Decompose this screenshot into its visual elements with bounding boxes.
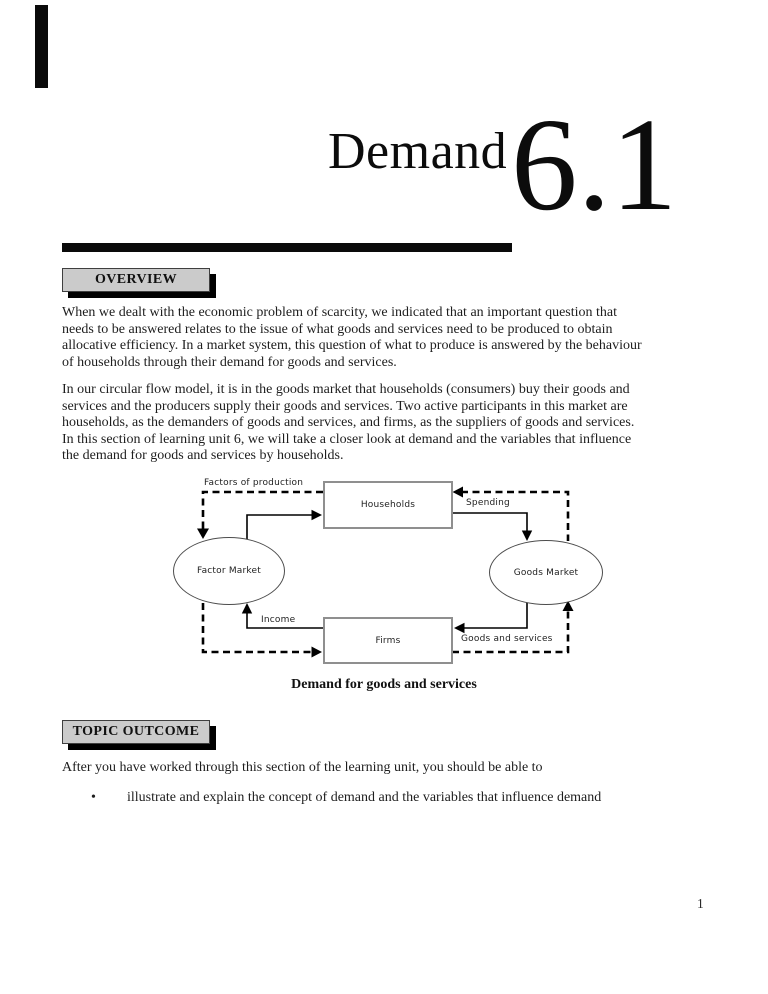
diagram-lines xyxy=(197,486,574,658)
arrowhead-right-households-solid xyxy=(311,509,322,521)
bullet-text: illustrate and explain the concept of de… xyxy=(127,790,602,805)
arrowhead-up-goods-market xyxy=(562,600,574,611)
topic-outcome-intro: After you have worked through this secti… xyxy=(62,760,543,775)
node-goods-market-label: Goods Market xyxy=(513,567,579,578)
arrowhead-left-households xyxy=(452,486,463,498)
node-factor-market: Factor Market xyxy=(173,537,285,605)
flow-label-goods-and-services: Goods and services xyxy=(461,634,553,644)
arrowhead-right-firms xyxy=(311,646,322,658)
flow-factor-market-to-firms-dashed xyxy=(201,603,312,654)
diagram-caption: Demand for goods and services xyxy=(291,677,477,692)
node-firms-label: Firms xyxy=(375,635,401,646)
overview-paragraph-2: In our circular flow model, it is in the… xyxy=(62,382,635,464)
flow-firms-to-factor-market-solid xyxy=(246,613,323,629)
overview-heading-label: OVERVIEW xyxy=(94,272,178,287)
arrowhead-left-firms-solid xyxy=(454,622,465,634)
flow-households-to-goods-market-solid xyxy=(452,512,528,531)
node-goods-market: Goods Market xyxy=(489,540,603,605)
flow-firms-to-goods-market-dashed xyxy=(452,610,570,654)
chapter-number: 6.1 xyxy=(511,90,678,238)
overview-heading-box: OVERVIEW xyxy=(62,268,210,292)
scan-artifact-bar xyxy=(35,5,48,88)
arrowhead-down-goods-market-solid xyxy=(521,530,533,541)
flow-label-factors-of-production: Factors of production xyxy=(204,478,304,488)
overview-paragraph-1: When we dealt with the economic problem … xyxy=(62,305,642,370)
node-households-label: Households xyxy=(360,500,416,510)
flow-households-to-factor-market-dashed xyxy=(201,490,323,530)
flow-factor-market-to-households-solid xyxy=(246,514,312,539)
node-factor-market-label: Factor Market xyxy=(197,566,261,576)
arrowhead-up-factor-market-solid xyxy=(241,603,253,614)
topic-outcome-heading-box: TOPIC OUTCOME xyxy=(62,720,210,744)
flow-goods-market-to-households-dashed xyxy=(461,490,570,541)
page-number: 1 xyxy=(697,896,704,911)
circular-flow-diagram: Households Firms Factor Market Goods Mar… xyxy=(170,475,610,673)
flow-label-income: Income xyxy=(261,615,296,625)
flow-goods-market-to-firms-solid xyxy=(464,602,528,629)
node-households: Households xyxy=(323,481,453,529)
node-firms: Firms xyxy=(323,617,453,664)
topic-outcome-heading-label: TOPIC OUTCOME xyxy=(72,724,200,739)
arrowhead-down-factor-market xyxy=(197,528,209,539)
bullet-marker: • xyxy=(91,790,96,805)
title-rule xyxy=(62,243,512,252)
flow-label-spending: Spending xyxy=(466,498,510,508)
chapter-title: Demand xyxy=(328,123,508,180)
